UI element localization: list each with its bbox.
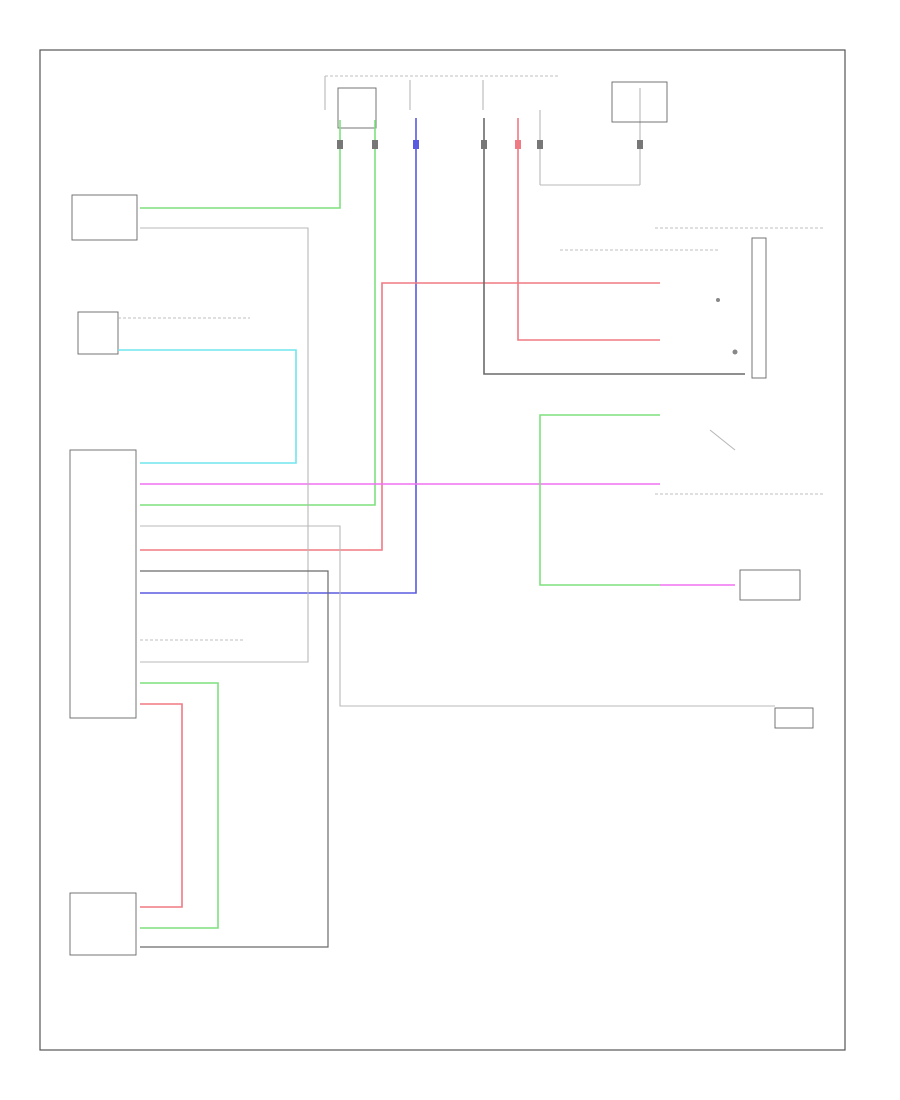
wire-red-top (517, 118, 660, 341)
wire-green-antenna (140, 682, 219, 929)
top-junction-area (324, 75, 668, 186)
wire-red-antenna (140, 703, 183, 908)
tpms-antenna (69, 892, 137, 956)
component-right-mid (739, 569, 801, 601)
connector-marks (337, 140, 643, 149)
wire-cyan (118, 349, 297, 464)
wire-blue (140, 118, 417, 594)
component-right-low (774, 707, 814, 729)
tpms-ecu (69, 449, 137, 719)
wire-green-right (539, 414, 660, 586)
wire-gray-left (140, 227, 309, 663)
fuse-box-left (337, 87, 377, 129)
component-top-left (71, 194, 138, 241)
wire-green-top (140, 120, 341, 209)
wire-red-meter (140, 282, 660, 551)
wire-gray-long (140, 525, 775, 707)
diagram-frame (39, 49, 846, 1051)
wire-black-top (483, 118, 745, 375)
warning-switch (77, 311, 119, 355)
combination-meter (751, 237, 767, 379)
fuse-box-right (611, 81, 668, 123)
meter-switch-symbol (709, 298, 738, 451)
wire-black-antenna (140, 570, 329, 948)
wire-green-ecu (140, 120, 376, 506)
